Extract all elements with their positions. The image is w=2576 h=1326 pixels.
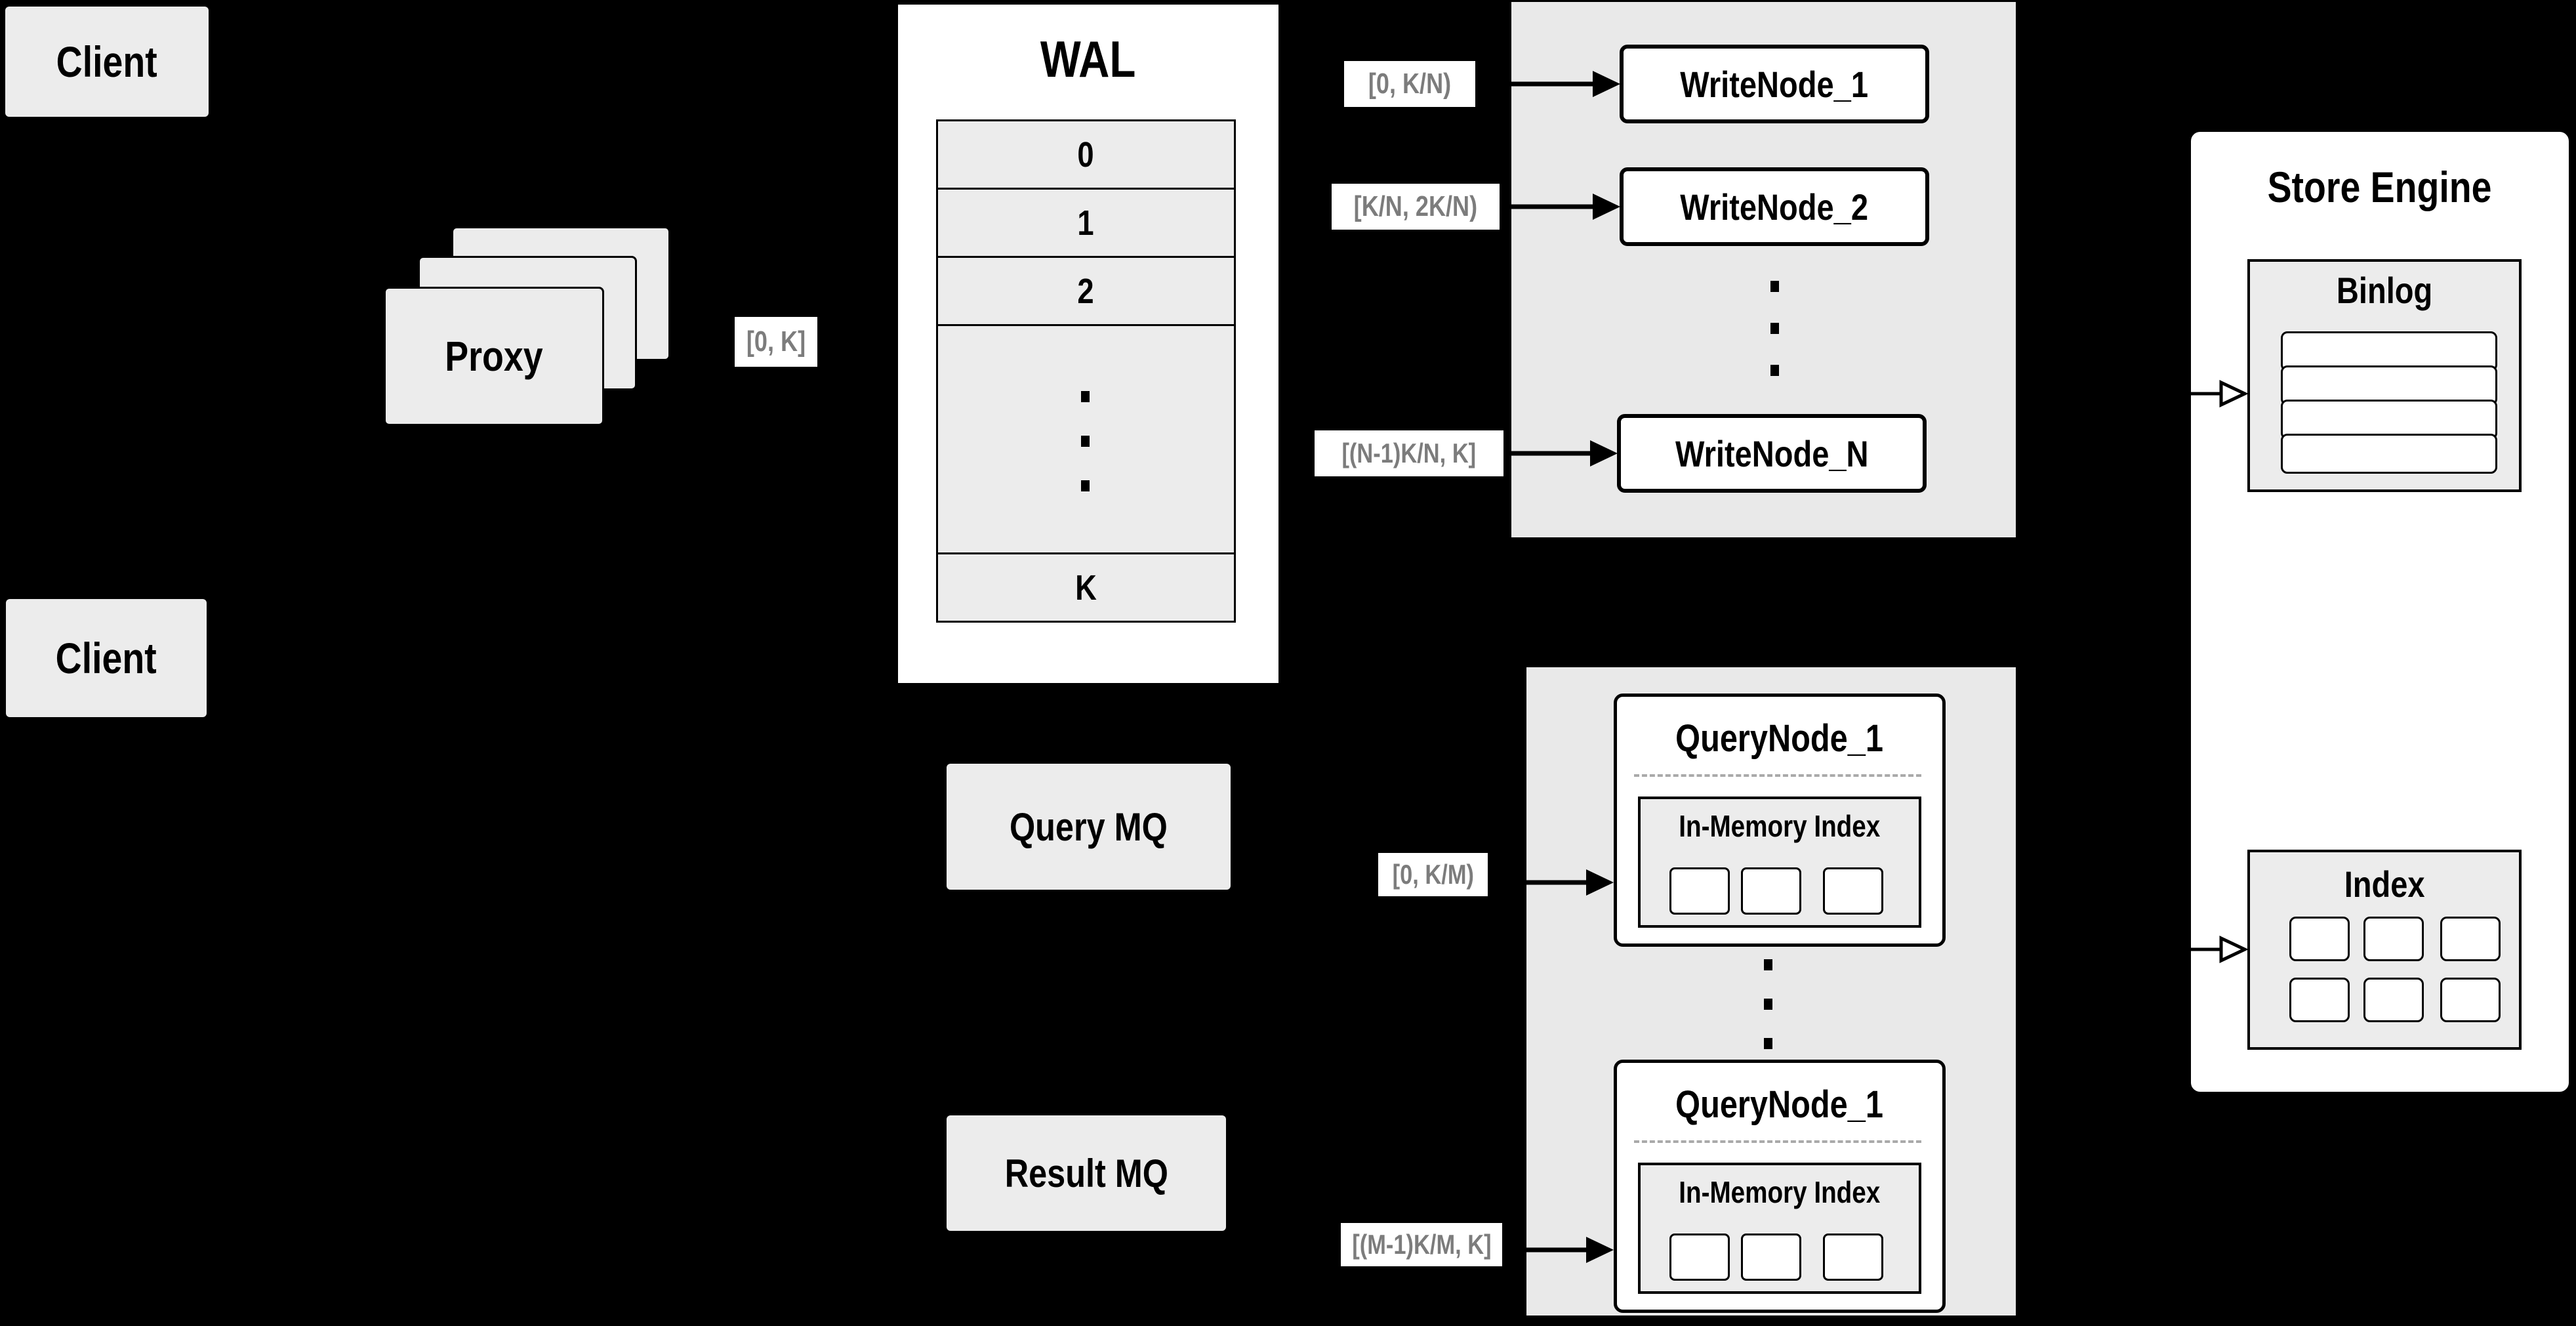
wal-ellipsis-dot (1081, 436, 1090, 447)
index-segment-cell (2363, 978, 2424, 1022)
query-node-m: QueryNode_1 In-Memory Index (1614, 1060, 1946, 1313)
index-segment-cell (2289, 917, 2350, 961)
write-node-n: WriteNode_N (1617, 414, 1927, 493)
store-engine-title: Store Engine (2268, 163, 2492, 211)
wal-ellipsis-dot (1081, 480, 1090, 491)
in-memory-index-title: In-Memory Index (1679, 1175, 1881, 1209)
range-label-proxy-to-wal: [0, K] (735, 317, 817, 367)
write-nodes-ellipsis-dot (1770, 281, 1779, 292)
range-label-query-m: [(M-1)K/M, K] (1341, 1223, 1502, 1266)
result-mq-node: Result MQ (947, 1115, 1226, 1231)
client-node-bottom: Client (6, 599, 207, 717)
query-node-m-separator (1634, 1140, 1921, 1143)
arrow-to-write-node-2 (1500, 194, 1620, 220)
wal-segment-2: 2 (936, 256, 1236, 326)
write-node-2: WriteNode_2 (1620, 167, 1929, 246)
range-label-query-1: [0, K/M) (1378, 853, 1488, 896)
proxy-label: Proxy (445, 333, 543, 380)
query-node-1: QueryNode_1 In-Memory Index (1614, 694, 1946, 947)
binlog-row (2281, 434, 2497, 474)
client-bottom-label: Client (55, 634, 157, 682)
arrow-to-query-node-1 (1489, 869, 1614, 896)
query-nodes-ellipsis-dot (1764, 959, 1772, 970)
wal-segment-0: 0 (936, 119, 1236, 190)
range-label-write-2: [K/N, 2K/N) (1332, 184, 1500, 230)
memory-segment-cell (1741, 1233, 1801, 1281)
arrow-to-index (2190, 936, 2249, 963)
index-title: Index (2344, 863, 2425, 905)
write-node-1: WriteNode_1 (1620, 45, 1929, 123)
query-mq-node: Query MQ (947, 764, 1231, 890)
range-label-write-n: [(N-1)K/N, K] (1315, 430, 1503, 476)
wal-segment-1: 1 (936, 188, 1236, 258)
index-segment-cell (2440, 917, 2501, 961)
query-node-m-memory-box: In-Memory Index (1638, 1163, 1921, 1294)
binlog-title: Binlog (2336, 270, 2433, 311)
memory-segment-cell (1823, 1233, 1883, 1281)
query-node-1-memory-box: In-Memory Index (1638, 797, 1921, 928)
client-node-top: Client (5, 7, 209, 117)
range-label-write-1: [0, K/N) (1344, 61, 1475, 107)
query-node-m-title: QueryNode_1 (1675, 1083, 1884, 1126)
in-memory-index-title: In-Memory Index (1679, 809, 1881, 843)
write-nodes-ellipsis-dot (1770, 365, 1779, 376)
client-top-label: Client (56, 37, 158, 86)
query-nodes-ellipsis-dot (1764, 999, 1772, 1010)
memory-segment-cell (1669, 1233, 1730, 1281)
wal-ellipsis-dot (1081, 391, 1090, 402)
arrow-to-write-node-1 (1476, 71, 1620, 97)
index-segment-cell (2363, 917, 2424, 961)
memory-segment-cell (1741, 867, 1801, 915)
arrow-to-query-node-m (1503, 1237, 1614, 1263)
arrow-to-binlog (2190, 380, 2249, 407)
index-segment-cell (2289, 978, 2350, 1022)
memory-segment-cell (1823, 867, 1883, 915)
query-nodes-ellipsis-dot (1764, 1038, 1772, 1049)
arrow-to-write-node-n (1503, 440, 1618, 466)
wal-segment-k: K (936, 552, 1236, 623)
write-nodes-ellipsis-dot (1770, 323, 1779, 334)
memory-segment-cell (1669, 867, 1730, 915)
index-segment-cell (2440, 978, 2501, 1022)
query-node-1-separator (1634, 774, 1921, 777)
query-node-1-title: QueryNode_1 (1675, 717, 1884, 760)
wal-title: WAL (1040, 30, 1136, 88)
proxy-node: Proxy (384, 287, 604, 426)
